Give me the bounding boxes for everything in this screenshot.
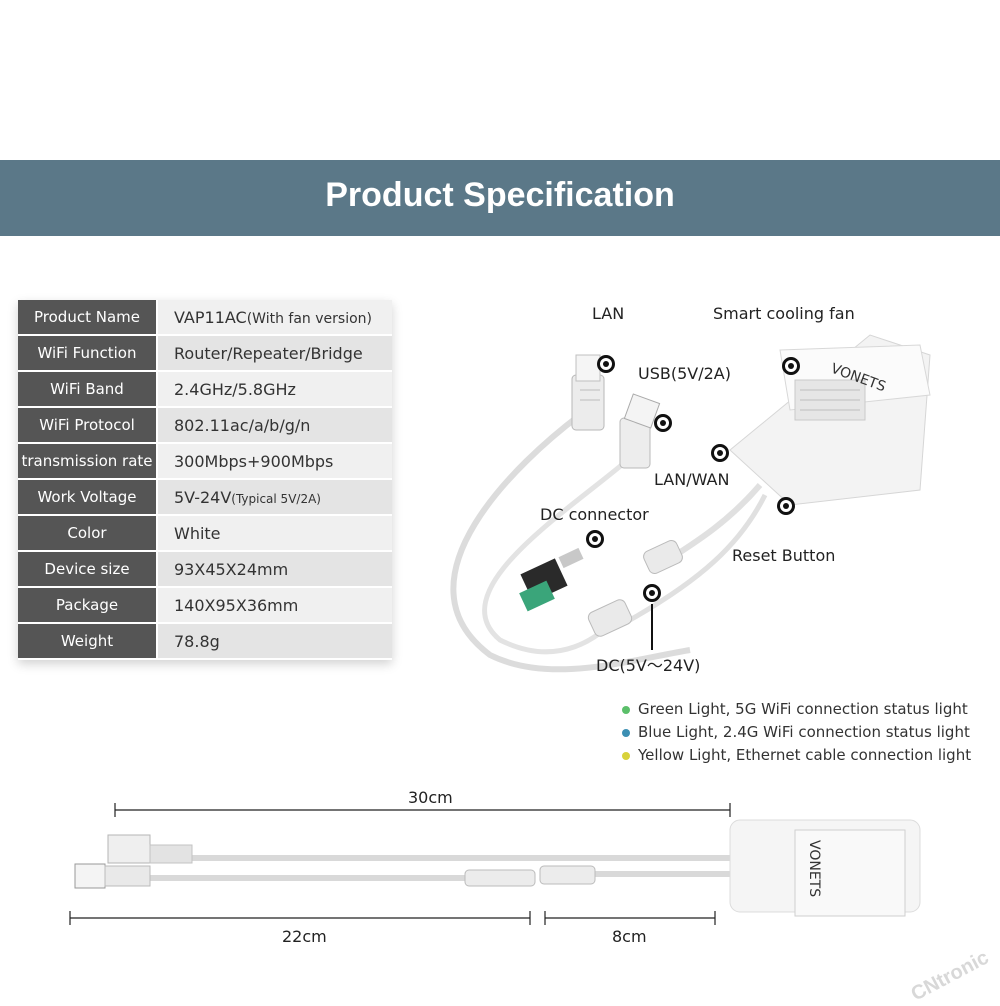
spec-value: White — [158, 516, 392, 552]
cable-length-diagram: VONETS — [69, 803, 921, 925]
spec-value: Router/Repeater/Bridge — [158, 336, 392, 372]
device-illustration: VONETS — [450, 334, 931, 673]
label-lan-wan: LAN/WAN — [654, 470, 730, 489]
spec-value: 802.11ac/a/b/g/n — [158, 408, 392, 444]
yellow-dot-icon — [622, 751, 630, 760]
marker-dc — [643, 584, 661, 602]
spec-row: Device size 93X45X24mm — [18, 552, 392, 588]
rj45-plug — [571, 354, 605, 431]
rj45-plug — [107, 834, 193, 864]
usb-plug — [74, 863, 151, 889]
spec-row: WiFi Function Router/Repeater/Bridge — [18, 336, 392, 372]
watermark: CNtronic — [907, 946, 992, 1006]
spec-key: Device size — [18, 552, 158, 588]
spec-row: Color White — [18, 516, 392, 552]
spec-key: WiFi Band — [18, 372, 158, 408]
spec-value: 140X95X36mm — [158, 588, 392, 624]
label-dc-connector: DC connector — [540, 505, 649, 524]
dc-leader-line — [651, 604, 653, 650]
router-device: VONETS — [729, 334, 931, 506]
legend-item: Green Light, 5G WiFi connection status l… — [622, 700, 968, 718]
spec-value: 5V-24V(Typical 5V/2A) — [158, 480, 392, 516]
spec-key: Color — [18, 516, 158, 552]
label-dc: DC(5V～24V) — [596, 656, 701, 675]
marker-lan-wan — [711, 444, 729, 462]
spec-value: 2.4GHz/5.8GHz — [158, 372, 392, 408]
spec-row: transmission rate 300Mbps+900Mbps — [18, 444, 392, 480]
label-lan: LAN — [592, 304, 625, 323]
spec-row: Work Voltage 5V-24V(Typical 5V/2A) — [18, 480, 392, 516]
label-reset-button: Reset Button — [732, 546, 836, 565]
label-smart-cooling-fan: Smart cooling fan — [713, 304, 855, 323]
spec-value: 78.8g — [158, 624, 392, 660]
dc-terminal-adapter — [519, 547, 584, 612]
title-banner: Product Specification — [0, 160, 1000, 236]
marker-lan — [597, 355, 615, 373]
legend-item: Blue Light, 2.4G WiFi connection status … — [622, 723, 970, 741]
spec-key: Package — [18, 588, 158, 624]
spec-value: 300Mbps+900Mbps — [158, 444, 392, 480]
marker-usb — [654, 414, 672, 432]
spec-key: Weight — [18, 624, 158, 660]
marker-dc-connector — [586, 530, 604, 548]
green-dot-icon — [622, 705, 630, 714]
router-device: VONETS — [729, 819, 921, 917]
spec-row: Package 140X95X36mm — [18, 588, 392, 624]
spec-key: Product Name — [18, 300, 158, 336]
marker-fan — [782, 357, 800, 375]
spec-key: Work Voltage — [18, 480, 158, 516]
spec-value: VAP11AC(With fan version) — [158, 300, 392, 336]
label-usb: USB(5V/2A) — [638, 364, 731, 383]
marker-reset — [777, 497, 795, 515]
usb-plug — [619, 393, 661, 469]
spec-key: WiFi Protocol — [18, 408, 158, 444]
spec-key: transmission rate — [18, 444, 158, 480]
page-title: Product Specification — [325, 176, 675, 214]
blue-dot-icon — [622, 728, 630, 737]
dimension-right: 8cm — [612, 927, 647, 946]
spec-row: Product Name VAP11AC(With fan version) — [18, 300, 392, 336]
spec-row: WiFi Protocol 802.11ac/a/b/g/n — [18, 408, 392, 444]
spec-row: WiFi Band 2.4GHz/5.8GHz — [18, 372, 392, 408]
svg-text:VONETS: VONETS — [806, 840, 822, 897]
spec-key: WiFi Function — [18, 336, 158, 372]
dimension-left: 22cm — [282, 927, 327, 946]
legend-item: Yellow Light, Ethernet cable connection … — [622, 746, 971, 764]
dimension-total: 30cm — [408, 788, 453, 807]
spec-table: Product Name VAP11AC(With fan version) W… — [18, 300, 392, 660]
spec-row: Weight 78.8g — [18, 624, 392, 660]
spec-value: 93X45X24mm — [158, 552, 392, 588]
